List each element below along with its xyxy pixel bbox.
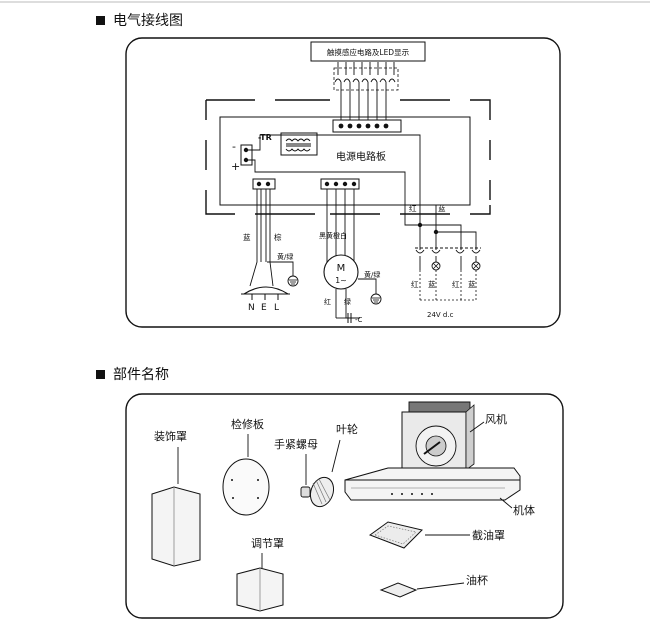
svg-text:手紧螺母: 手紧螺母 — [274, 437, 318, 451]
wiring-section-title: 电气接线图 — [96, 10, 183, 30]
svg-text:黄/绿: 黄/绿 — [364, 270, 380, 279]
svg-text:N: N — [248, 303, 255, 313]
transformer: -TR — [258, 132, 318, 156]
control-box-outline — [205, 99, 491, 215]
svg-text:24V d.c: 24V d.c — [427, 311, 454, 319]
svg-text:+: + — [231, 160, 240, 173]
svg-text:1~: 1~ — [335, 276, 347, 285]
svg-text:装饰罩: 装饰罩 — [154, 429, 187, 443]
svg-text:黄/绿: 黄/绿 — [277, 252, 293, 261]
svg-text:风机: 风机 — [485, 412, 507, 426]
svg-text:红: 红 — [452, 279, 460, 289]
oil-cup-part: 油杯 — [379, 573, 488, 598]
svg-text:叶轮: 叶轮 — [336, 422, 358, 436]
power-board-connector — [332, 119, 402, 133]
motor: M 1~ 红 绿 -C 黄/绿 — [323, 254, 382, 324]
parts-frame — [125, 393, 564, 619]
hand-nut-part: 手紧螺母 — [274, 437, 318, 498]
impeller-part: 叶轮 — [309, 422, 358, 508]
ground-symbol: 黄/绿 — [267, 252, 299, 287]
mains-connector: 蓝 棕 — [243, 178, 282, 287]
dc-terminal: - + — [231, 134, 421, 222]
decorative-cover-part: 装饰罩 — [151, 429, 201, 567]
adjust-cover-part: 调节罩 — [236, 537, 284, 612]
svg-text:-: - — [232, 140, 236, 153]
motor-connector: 黑黄橙白 — [319, 178, 360, 262]
svg-text:-C: -C — [355, 316, 363, 324]
svg-text:蓝: 蓝 — [438, 203, 446, 213]
svg-text:红: 红 — [411, 279, 419, 289]
svg-text:红: 红 — [409, 203, 417, 213]
ribbon-cable — [334, 62, 396, 120]
svg-text:-TR: -TR — [258, 133, 272, 142]
svg-text:红: 红 — [324, 297, 331, 306]
svg-text:截油罩: 截油罩 — [472, 528, 505, 542]
fan-part: 风机 — [401, 401, 507, 471]
svg-text:棕: 棕 — [274, 232, 282, 242]
parts-section-title: 部件名称 — [96, 364, 169, 384]
svg-text:L: L — [274, 303, 279, 313]
svg-text:检修板: 检修板 — [231, 417, 264, 431]
svg-text:绿: 绿 — [344, 297, 351, 306]
mains-plug: N E L — [241, 286, 290, 313]
svg-text:M: M — [337, 263, 346, 274]
power-board-label: 电源电路板 — [336, 150, 386, 163]
svg-text:触摸感应电路及LED显示: 触摸感应电路及LED显示 — [327, 47, 410, 57]
wiring-frame — [125, 37, 561, 328]
inspection-plate-part: 检修板 — [222, 417, 270, 516]
svg-text:蓝: 蓝 — [428, 279, 436, 289]
svg-text:机体: 机体 — [513, 503, 535, 517]
svg-text:调节罩: 调节罩 — [251, 537, 284, 550]
svg-text:油杯: 油杯 — [466, 573, 488, 587]
touch-board: 触摸感应电路及LED显示 — [310, 41, 426, 62]
bullet-square-icon — [96, 15, 105, 25]
svg-text:蓝: 蓝 — [468, 279, 476, 289]
bullet-square-icon — [96, 369, 105, 379]
connector-housing — [333, 67, 399, 91]
hood-body-part: 机体 — [344, 467, 535, 517]
lamp-wiring: 红 蓝 红 蓝 红 蓝 24V d.c — [404, 203, 481, 319]
svg-text:E: E — [261, 303, 267, 313]
svg-text:黑黄橙白: 黑黄橙白 — [319, 231, 347, 240]
grease-filter-part: 截油罩 — [368, 521, 505, 549]
svg-text:蓝: 蓝 — [243, 232, 251, 242]
